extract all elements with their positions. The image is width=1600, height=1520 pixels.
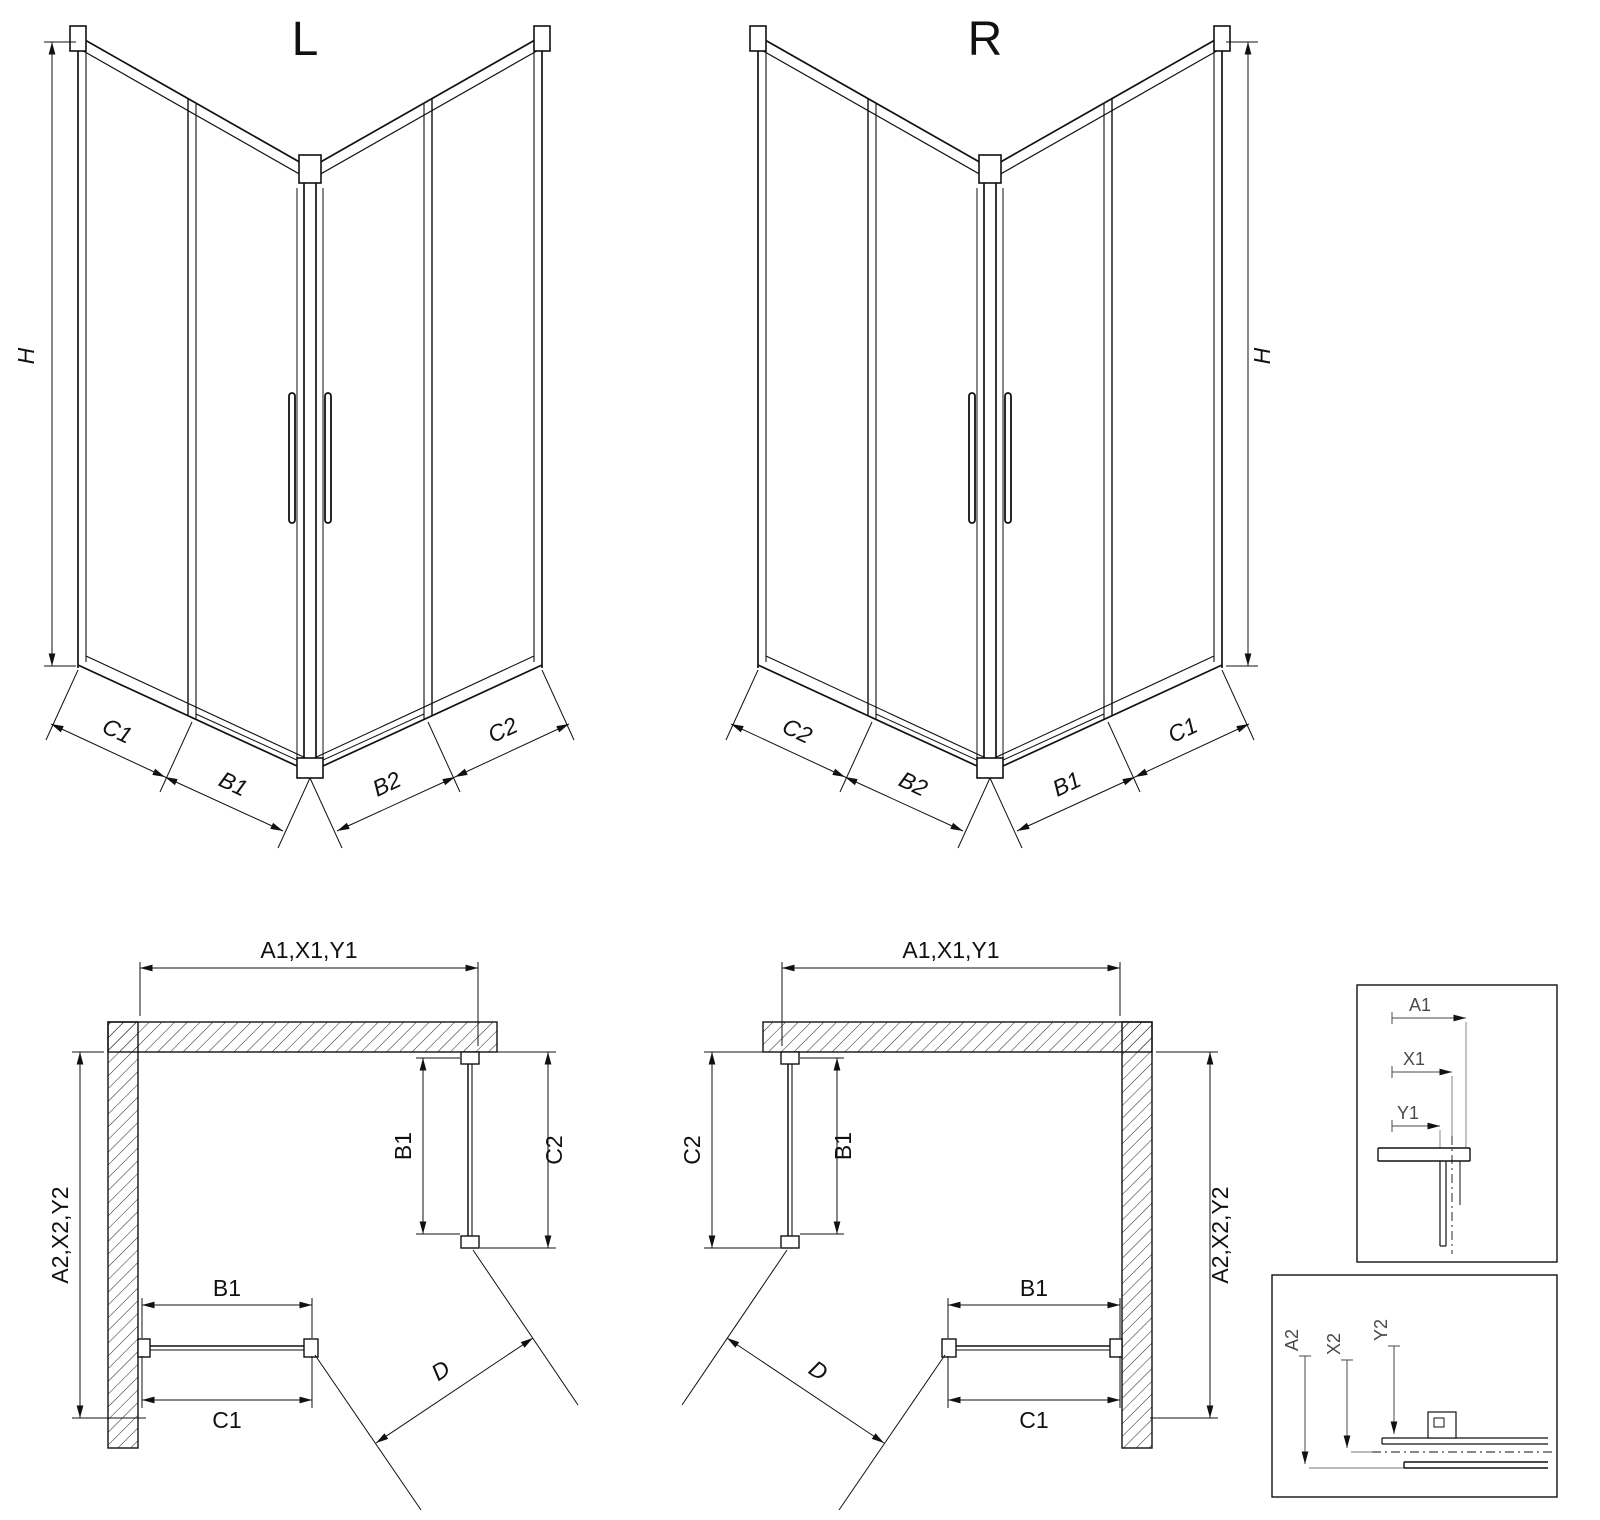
dim-label-d-right-plan: D xyxy=(804,1355,832,1386)
dim-label-c2-right-view: C2 xyxy=(779,713,817,749)
dim-label-c2-left-plan: C2 xyxy=(541,1135,567,1164)
dim-label-c1-left-view: C1 xyxy=(99,713,137,749)
variant-label-right: R xyxy=(968,13,1003,66)
dim-label-b1-front-left-plan: B1 xyxy=(213,1275,241,1301)
profile-section-bottom-detail xyxy=(1372,1411,1552,1469)
shower-enclosure-3d-right xyxy=(749,25,1231,779)
dim-label-b1-side-right-plan: B1 xyxy=(830,1132,856,1160)
perspective-view-left: L H C1 B1 B2 C2 xyxy=(13,13,575,849)
dim-b1-front-right-plan: B1 xyxy=(947,1275,1121,1338)
dim-label-h-right: H xyxy=(1249,347,1275,364)
detail-label-a2: A2 xyxy=(1282,1329,1302,1351)
dim-label-c2-right-plan: C2 xyxy=(679,1135,705,1164)
detail-label-x2: X2 xyxy=(1324,1333,1344,1355)
shower-enclosure-3d-left xyxy=(69,25,551,779)
dim-label-c1-right-plan: C1 xyxy=(1019,1407,1048,1433)
detail-label-y2: Y2 xyxy=(1371,1319,1391,1341)
profile-section-top-detail xyxy=(1377,1136,1471,1254)
dim-label-h-left: H xyxy=(13,347,39,364)
dim-label-b1-front-right-plan: B1 xyxy=(1020,1275,1048,1301)
dim-label-b2-right-view: B2 xyxy=(895,766,932,802)
detail-box-bottom: A2 X2 Y2 xyxy=(1271,1274,1558,1498)
perspective-view-right: R H C2 B2 B1 C1 xyxy=(725,13,1275,849)
dim-label-c2-left-view: C2 xyxy=(484,712,522,748)
dim-a2-left-plan: A2,X2,Y2 xyxy=(47,1051,146,1419)
dim-h-right: H xyxy=(1226,41,1275,667)
dim-label-b1-right-view: B1 xyxy=(1048,766,1084,801)
dim-h-left: H xyxy=(13,41,76,667)
dim-b1-side-right-plan: B1 xyxy=(800,1057,856,1235)
dim-d-left-plan: D xyxy=(314,1249,579,1511)
dim-label-b1-left-view: B1 xyxy=(215,766,251,801)
dim-a1-left-plan: A1,X1,Y1 xyxy=(139,937,479,1046)
wall-right-right-plan xyxy=(1121,1021,1153,1449)
dim-label-b1-side-left-plan: B1 xyxy=(390,1132,416,1160)
dim-label-a2x2y2-left-plan: A2,X2,Y2 xyxy=(47,1186,73,1283)
dim-a2-right-plan: A2,X2,Y2 xyxy=(1150,1051,1233,1419)
glass-side-panel-right-plan xyxy=(780,1051,800,1249)
dim-label-a2x2y2-right-plan: A2,X2,Y2 xyxy=(1207,1186,1233,1283)
glass-front-panel-right-plan xyxy=(941,1338,1123,1358)
glass-front-panel-left-plan xyxy=(137,1338,319,1358)
dim-label-a1x1y1-left-plan: A1,X1,Y1 xyxy=(260,937,357,963)
dim-c1-left-plan: C1 xyxy=(141,1356,313,1433)
dim-b1-side-left-plan: B1 xyxy=(390,1057,460,1235)
wall-top-right-plan xyxy=(762,1021,1153,1053)
dim-label-c1-left-plan: C1 xyxy=(212,1407,241,1433)
detail-box-top: A1 X1 Y1 xyxy=(1356,984,1558,1263)
dim-label-b2-left-view: B2 xyxy=(368,766,405,802)
dim-a1-right-plan: A1,X1,Y1 xyxy=(781,937,1121,1046)
detail-label-x1: X1 xyxy=(1403,1049,1425,1069)
glass-side-panel-left-plan xyxy=(460,1051,480,1249)
dim-label-d-left-plan: D xyxy=(426,1355,454,1386)
dim-c2-left-plan: C2 xyxy=(480,1051,567,1249)
detail-label-y1: Y1 xyxy=(1397,1103,1419,1123)
dim-b1-front-left-plan: B1 xyxy=(141,1275,313,1338)
variant-label-left: L xyxy=(292,13,319,66)
dim-c1-right-plan: C1 xyxy=(947,1356,1121,1433)
wall-top-left-plan xyxy=(107,1021,498,1053)
dim-label-c1-right-view: C1 xyxy=(1164,712,1202,748)
dim-d-right-plan: D xyxy=(681,1249,946,1511)
plan-view-left: A1,X1,Y1 A2,X2,Y2 B1 C2 B1 xyxy=(47,937,579,1511)
detail-label-a1: A1 xyxy=(1409,995,1431,1015)
dim-c2-right-plan: C2 xyxy=(679,1051,780,1249)
wall-left-left-plan xyxy=(107,1021,139,1449)
dim-label-a1x1y1-right-plan: A1,X1,Y1 xyxy=(902,937,999,963)
plan-view-right: A1,X1,Y1 C2 B1 A2,X2,Y2 B1 xyxy=(679,937,1233,1511)
